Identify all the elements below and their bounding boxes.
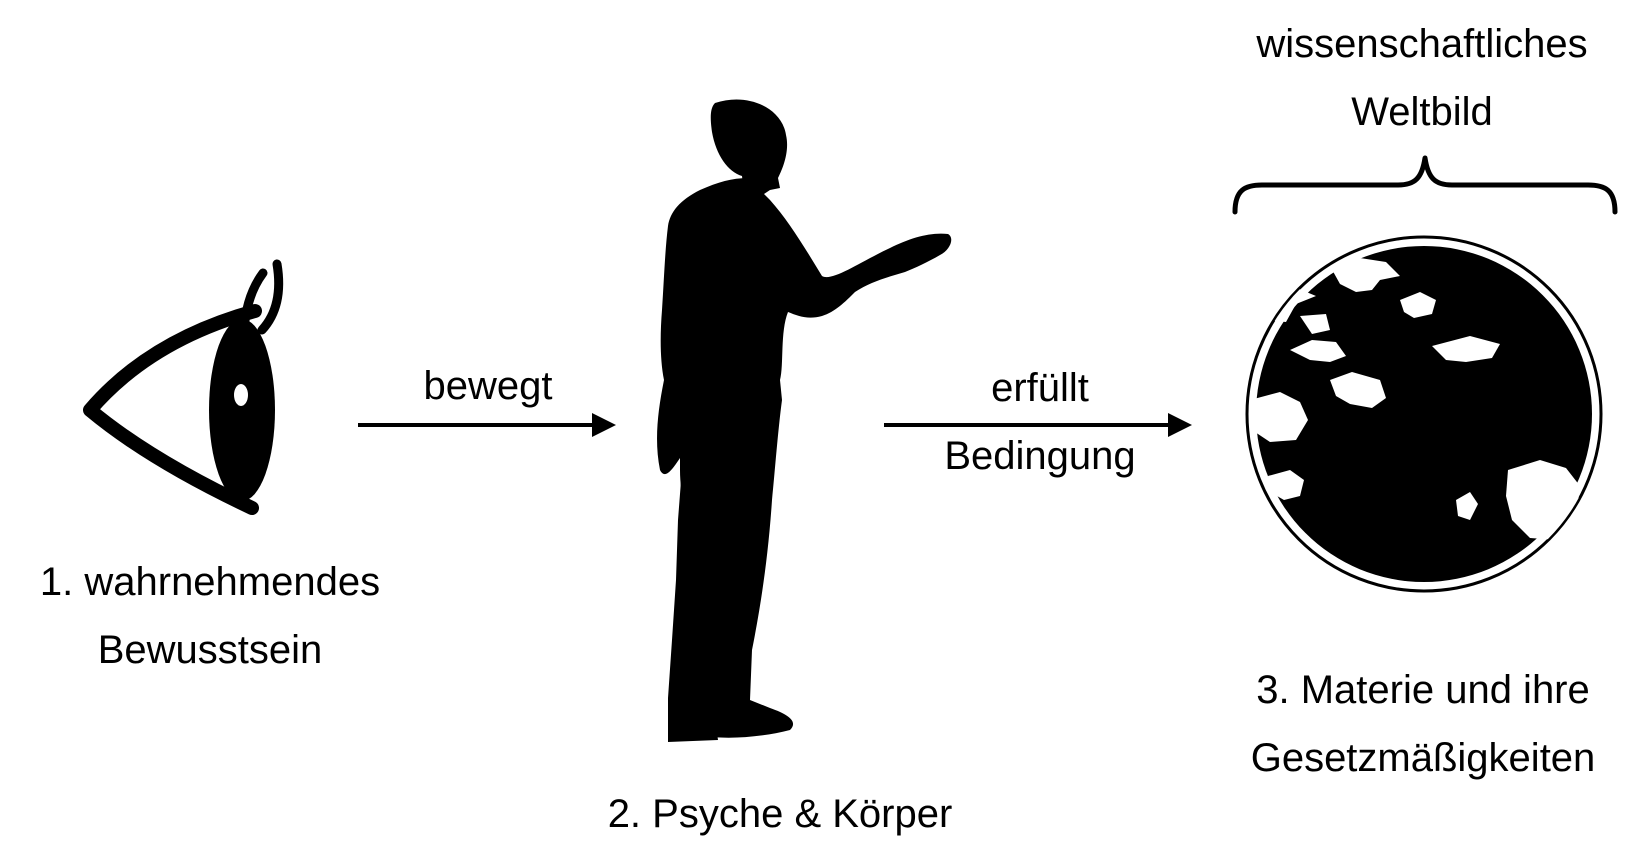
label-psyche-koerper: 2. Psyche & Körper [560,780,1000,848]
label-edge2-line1: erfüllt [991,366,1089,410]
label-wahrnehmendes-bewusstsein: 1. wahrnehmendes Bewusstsein [0,548,420,684]
label-materie-gesetzmaessigkeiten: 3. Materie und ihre Gesetzmäßigkeiten [1218,656,1628,792]
label-erfuellt-bedingung: erfüllt Bedingung [900,354,1180,490]
label-bewegt-text: bewegt [423,364,553,408]
eye-icon [83,259,284,515]
label-bewegt: bewegt [378,352,598,420]
label-wissenschaftliches-weltbild: wissenschaftliches Weltbild [1222,10,1622,146]
label-eye-line1: 1. wahrnehmendes [39,560,381,604]
label-person-line1: 2. Psyche & Körper [607,792,953,836]
worldview-brace [1232,155,1618,215]
label-eye-line2: Bewusstsein [97,628,323,672]
label-worldview-line1: wissenschaftliches [1256,22,1588,66]
arrow-erfuellt-bedingung [884,413,1192,437]
label-worldview-line2: Weltbild [1351,90,1493,134]
label-globe-line1: 3. Materie und ihre [1256,668,1590,712]
person-silhouette-icon [657,99,952,742]
label-edge2-line2: Bedingung [944,434,1136,478]
arrow-bewegt [358,413,616,437]
label-globe-line2: Gesetzmäßigkeiten [1250,736,1596,780]
globe-icon [1245,235,1603,593]
